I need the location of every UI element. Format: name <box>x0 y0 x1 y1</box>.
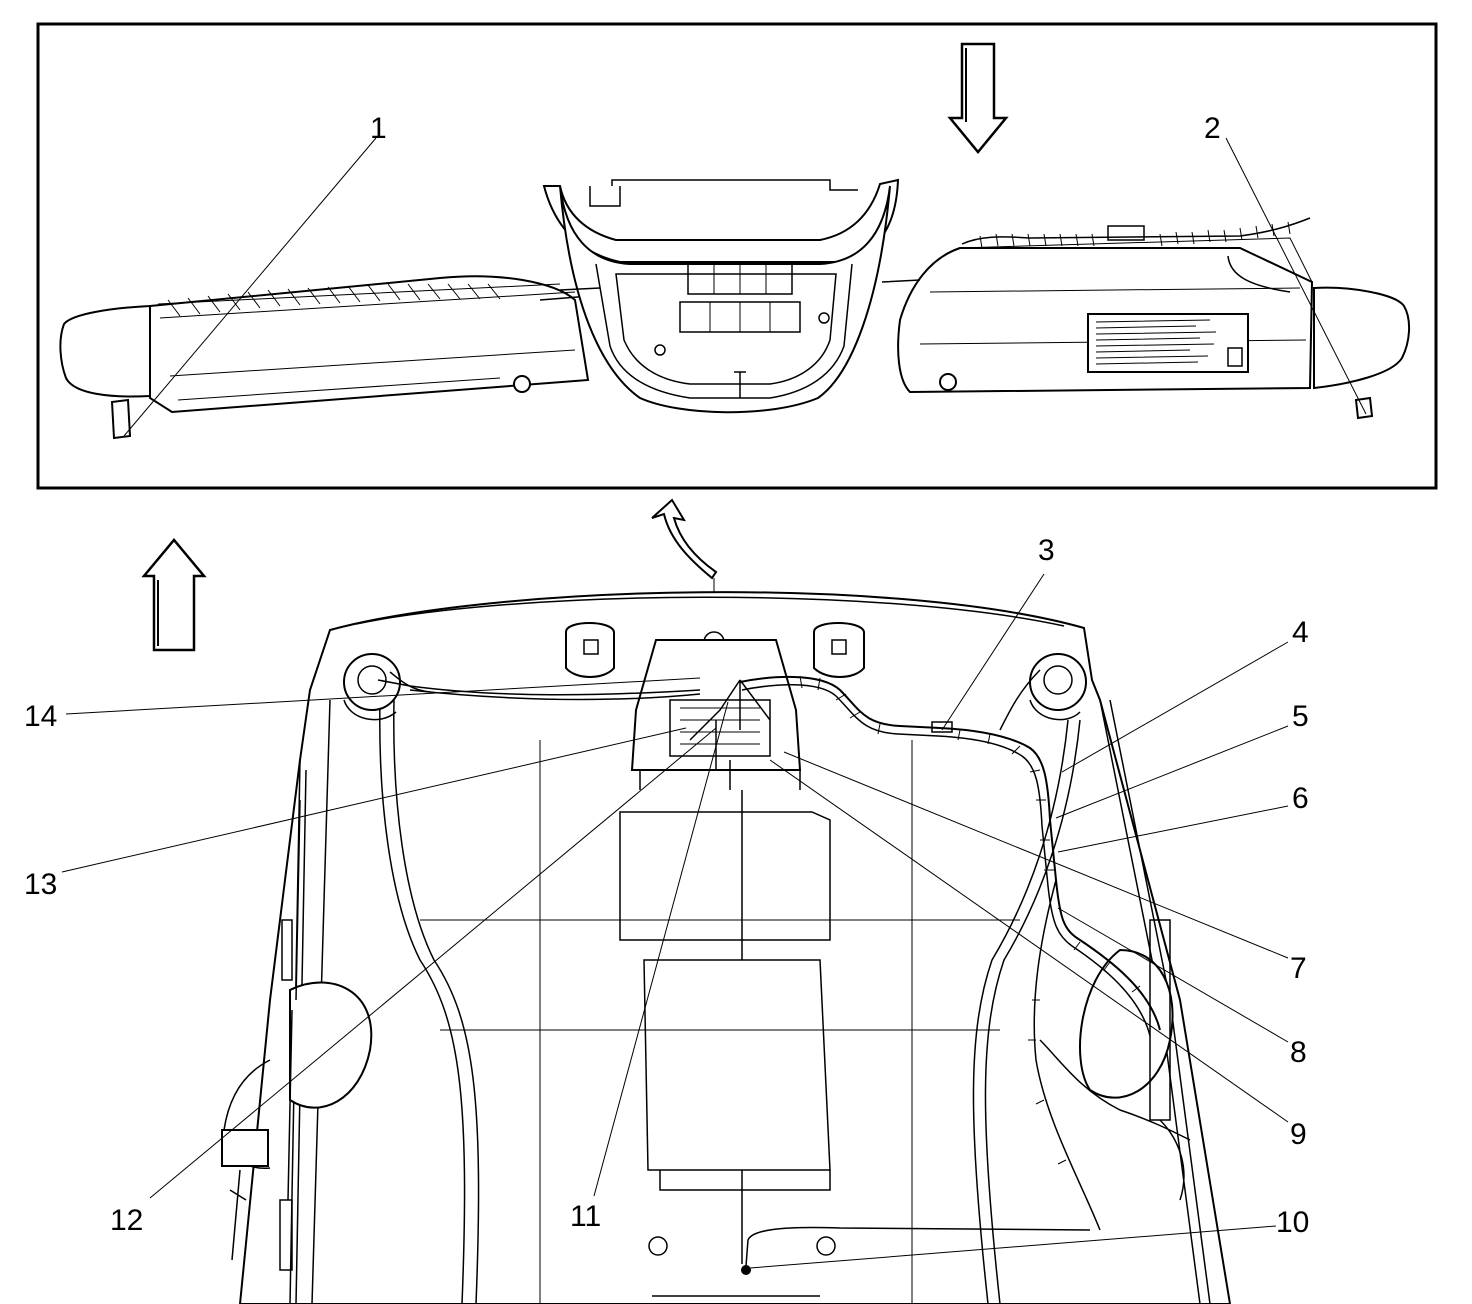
leader-3 <box>941 573 1045 731</box>
up-arrow-icon <box>141 538 207 652</box>
callout-6: 6 <box>1292 782 1309 815</box>
overhead-console <box>542 178 900 414</box>
callout-1: 1 <box>370 112 387 145</box>
callout-14: 14 <box>24 700 57 733</box>
callout-11: 11 <box>570 1200 601 1233</box>
leader-11 <box>593 701 729 1197</box>
headliner-main-view <box>61 498 1289 1304</box>
callout-7: 7 <box>1290 952 1307 985</box>
curved-arrow-icon <box>651 498 718 580</box>
inset-detail-panel <box>36 22 1438 490</box>
callout-12: 12 <box>110 1204 143 1237</box>
wiring-harness <box>377 669 1161 1275</box>
callout-9: 9 <box>1290 1118 1307 1151</box>
right-boss <box>813 622 865 678</box>
callout-labels: 1 2 3 4 5 6 7 8 9 10 11 12 13 14 <box>24 112 1309 1239</box>
left-trim-bar <box>59 275 601 440</box>
right-trim-bar <box>897 217 1410 420</box>
callout-10: 10 <box>1276 1206 1309 1239</box>
leader-12 <box>149 727 717 1199</box>
callout-8: 8 <box>1290 1036 1307 1069</box>
callout-13: 13 <box>24 868 57 901</box>
leader-5 <box>1055 725 1289 819</box>
leader-14 <box>65 677 701 715</box>
callout-3: 3 <box>1038 534 1055 567</box>
down-arrow-icon <box>947 42 1009 154</box>
leader-2 <box>1225 137 1367 415</box>
callout-4: 4 <box>1292 616 1309 649</box>
callout-2: 2 <box>1204 112 1221 145</box>
leader-10 <box>749 1225 1277 1269</box>
leader-1 <box>123 137 377 437</box>
leader-4 <box>1061 641 1289 773</box>
leader-6 <box>1057 805 1289 853</box>
leader-13 <box>61 727 687 873</box>
leader-8 <box>1057 907 1289 1043</box>
leader-9 <box>769 759 1289 1123</box>
callout-5: 5 <box>1292 700 1309 733</box>
leader-7 <box>783 751 1289 959</box>
left-boss <box>565 622 615 678</box>
right-visor-mount <box>1029 653 1087 721</box>
